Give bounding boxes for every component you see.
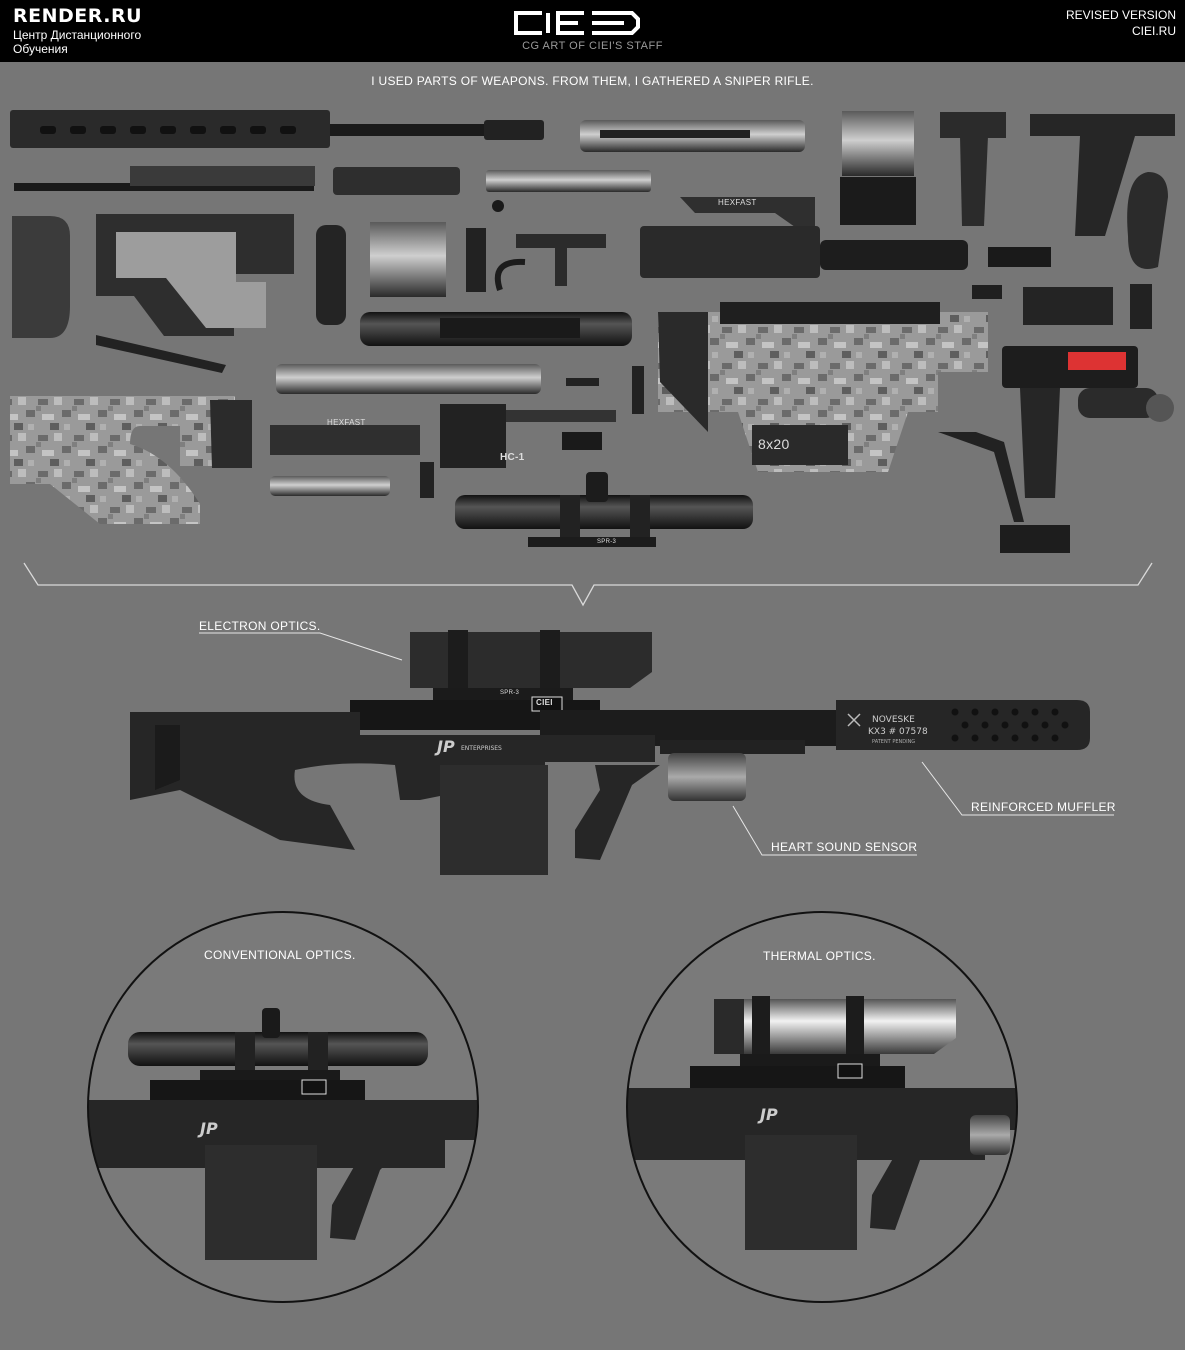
main-rifle: NOVESKE KX3 # 07578 PATENT PENDING JP EN… — [130, 630, 1090, 875]
brand-subtitle: Центр Дистанционного Обучения — [13, 28, 142, 56]
receiver-maker: JP — [434, 737, 455, 756]
logo-caption: CG ART OF CIEI'S STAFF — [522, 40, 663, 52]
callout-thermal-optics: THERMAL OPTICS. — [763, 949, 876, 963]
receiver-maker-zoom-right: JP — [757, 1105, 778, 1124]
parts-sheet — [10, 110, 1175, 553]
rail-brand-mark: HEXFAST — [327, 418, 366, 427]
callout-reinforced-muffler: REINFORCED MUFFLER — [971, 800, 1116, 814]
revision-info: REVISED VERSION CIEI.RU — [1066, 7, 1176, 39]
magnification-mark: 8x20 — [758, 436, 790, 452]
callout-conventional-optics: CONVENTIONAL OPTICS. — [204, 948, 356, 962]
revised-label: REVISED VERSION — [1065, 8, 1176, 22]
callout-heart-sound-sensor: HEART SOUND SENSOR — [771, 840, 918, 854]
intro-text: I USED PARTS OF WEAPONS. FROM THEM, I GA… — [371, 74, 814, 88]
muffler-note: PATENT PENDING — [872, 739, 915, 745]
sight-model-mark: HC-1 — [500, 452, 525, 463]
muffler-brand: NOVESKE — [872, 715, 915, 725]
callout-electron-optics: ELECTRON OPTICS. — [199, 619, 321, 633]
thermal-optics-view: JP — [627, 912, 1017, 1302]
divider-bracket — [23, 562, 1153, 607]
site-link[interactable]: CIEI.RU — [1131, 24, 1176, 38]
conventional-optics-view: JP — [88, 912, 478, 1302]
receiver-maker-sub: ENTERPRISES — [461, 745, 502, 752]
brand-title[interactable]: RENDER.RU — [13, 5, 143, 27]
receiver-maker-zoom-left: JP — [197, 1119, 218, 1138]
mount-label-mark: SPR-3 — [597, 539, 617, 545]
header-bar: RENDER.RU Центр Дистанционного Обучения … — [0, 0, 1185, 62]
rail-brand-mark-2: HEXFAST — [718, 198, 757, 207]
zoom-circle-right — [626, 911, 1018, 1303]
muffler-serial: KX3 # 07578 — [868, 727, 928, 737]
mount-label-main: SPR-3 — [500, 690, 520, 696]
zoom-circle-left — [87, 911, 479, 1303]
logo-short-mark: CIEI — [536, 698, 553, 707]
ciei-logo — [514, 11, 640, 35]
